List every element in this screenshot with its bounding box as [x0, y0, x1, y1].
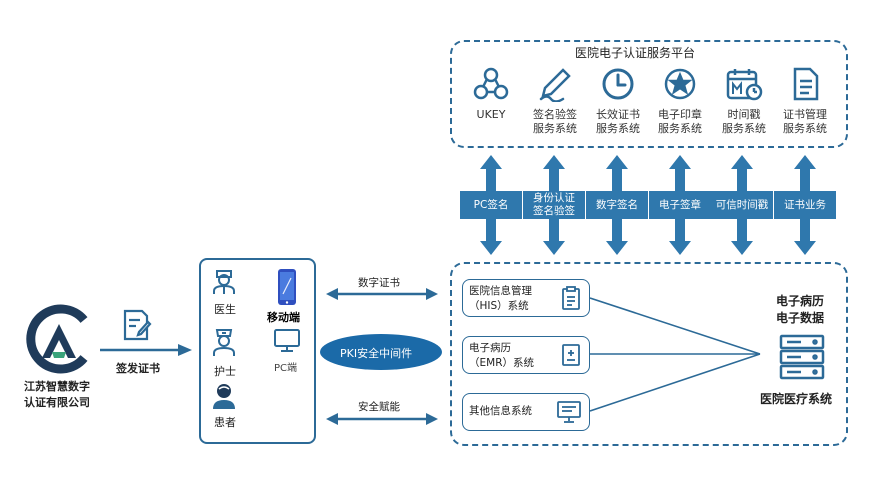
pki-middleware-ellipse	[320, 334, 442, 370]
medical-record-icon	[562, 344, 580, 366]
pc-label: PC端	[274, 363, 298, 374]
doctor-label: 医生	[214, 303, 236, 316]
issue-label: 签发证书	[116, 362, 160, 375]
service-ukey: UKEY	[461, 66, 521, 122]
emr-line2: （EMR）系统	[469, 357, 534, 369]
certificate-edit-icon	[123, 309, 152, 341]
company-line2: 认证有限公司	[24, 396, 90, 409]
link-bottom-label: 安全赋能	[358, 401, 400, 413]
people-network-icon	[473, 67, 509, 100]
link-bottom-arrow	[326, 413, 438, 425]
col-label-cert-biz: 证书业务	[774, 191, 836, 219]
col-label-digital-sign: 数字签名	[586, 191, 648, 219]
col-label-pc-sign: PC签名	[460, 191, 522, 219]
emr-system: 电子病历 （EMR）系统	[462, 336, 590, 374]
service-long-cert: 长效证书 服务系统	[588, 66, 648, 136]
service-long-line1: 长效证书	[596, 108, 640, 121]
ca-logo-icon	[26, 304, 88, 374]
company-line1: 江苏智慧数字	[24, 380, 90, 393]
emr-line1: 电子病历	[469, 342, 511, 354]
user-panel	[199, 258, 316, 444]
his-line2: （HIS）系统	[469, 300, 529, 312]
other-system: 其他信息系统	[462, 393, 590, 431]
service-seal-line2: 服务系统	[658, 122, 702, 135]
server-icon	[779, 334, 825, 380]
emr-data-line2: 电子数据	[776, 311, 825, 325]
link-top-label: 数字证书	[358, 277, 400, 289]
service-timestamp: 时间戳 服务系统	[714, 66, 774, 136]
service-long-line2: 服务系统	[596, 122, 640, 135]
hospital-box	[450, 262, 848, 446]
col-label-e-seal: 电子签章	[649, 191, 711, 219]
other-line1: 其他信息系统	[469, 405, 532, 417]
service-ts-line1: 时间戳	[727, 108, 761, 121]
service-sign-line1: 签名验签	[533, 108, 577, 121]
hospital-system-name: 医院医疗系统	[760, 392, 833, 406]
service-sign-verify: 签名验签 服务系统	[525, 66, 585, 136]
service-sign-line2: 服务系统	[533, 122, 577, 135]
pc-icon	[274, 329, 300, 352]
service-seal: 电子印章 服务系统	[650, 66, 710, 136]
pen-signature-icon	[539, 68, 571, 102]
service-cm-line2: 服务系统	[783, 122, 827, 135]
clipboard-icon	[562, 286, 580, 310]
document-icon	[793, 67, 819, 101]
his-line1: 医院信息管理	[469, 285, 532, 297]
platform-title: 医院电子认证服务平台	[575, 46, 696, 60]
mobile-label: 移动端	[267, 311, 300, 324]
mobile-icon	[278, 269, 296, 305]
his-system: 医院信息管理 （HIS）系统	[462, 279, 590, 317]
converging-lines	[590, 297, 761, 412]
service-seal-line1: 电子印章	[658, 108, 702, 121]
doctor-icon	[213, 270, 235, 294]
issue-arrow	[100, 344, 192, 356]
emr-data-line1: 电子病历	[776, 294, 825, 308]
service-cm-line1: 证书管理	[783, 108, 827, 121]
nurse-label: 护士	[214, 365, 236, 378]
nurse-icon	[213, 329, 235, 356]
clock-icon	[602, 68, 634, 100]
platform-box	[450, 40, 848, 148]
service-cert-mgmt: 证书管理 服务系统	[775, 66, 835, 136]
pki-middleware-label: PKI安全中间件	[340, 347, 413, 360]
service-ukey-line1: UKEY	[476, 108, 506, 121]
monitor-icon	[557, 401, 581, 423]
calendar-clock-icon	[726, 69, 763, 101]
col-label-identity: 身份认证签名验签	[523, 191, 585, 219]
patient-icon	[213, 384, 235, 409]
seal-stamp-icon	[664, 68, 696, 100]
col-label-timestamp: 可信时间戳	[711, 191, 773, 219]
link-top-arrow	[326, 288, 438, 300]
service-ts-line2: 服务系统	[722, 122, 766, 135]
patient-label: 患者	[214, 416, 236, 429]
